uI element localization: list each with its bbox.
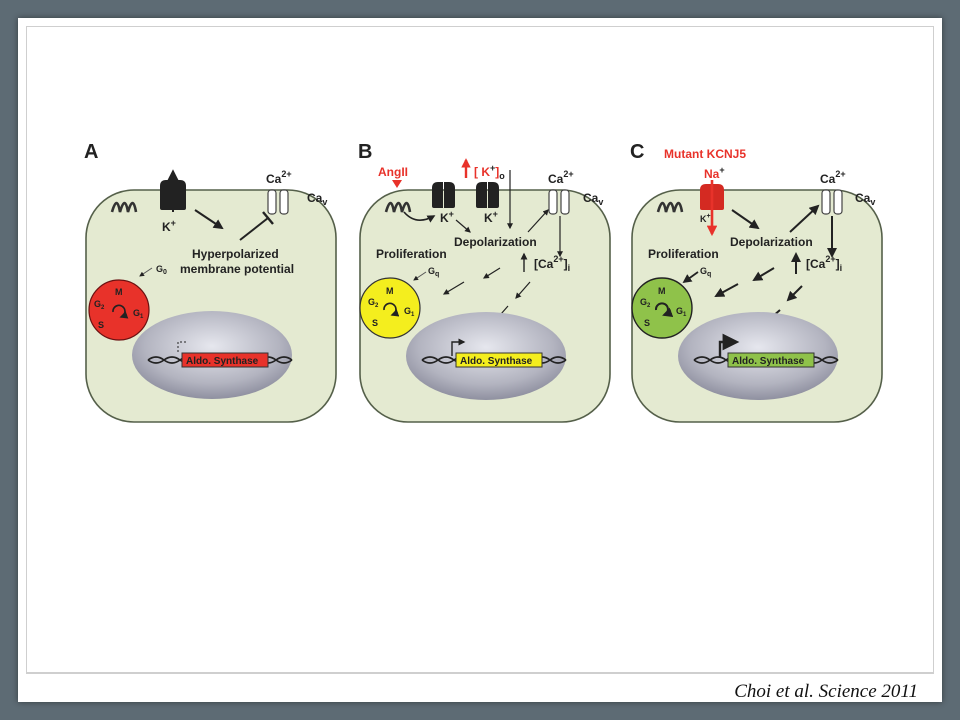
panel-c-gq-label: Gq: [700, 266, 711, 278]
panel-a-cell-cycle: M G2 G1 S: [88, 279, 150, 341]
panel-b-k-out-label: [ K+]o: [474, 163, 505, 181]
panel-b-cav-label: Cav: [583, 191, 603, 207]
panel-a-promoter: [177, 341, 186, 352]
panel-c-k-label: K+: [700, 213, 711, 224]
panel-a-m-label: M: [115, 287, 123, 297]
panel-a-g0-label: G0: [156, 264, 167, 276]
panel-b-gene-label: Aldo. Synthase: [460, 356, 533, 367]
panel-a-s-label: S: [98, 320, 104, 330]
panel-b-s-label: S: [372, 318, 378, 328]
panel-a-g2-label: G2: [94, 299, 105, 311]
panel-c-s-label: S: [644, 318, 650, 328]
panel-b-g2-label: G2: [368, 297, 379, 309]
panel-c-receptor-icon: [656, 201, 684, 213]
panel-a-hyper-line2: membrane potential: [180, 262, 294, 276]
panel-b-k-channel-2-icon: [476, 182, 499, 208]
panel-c: C Mutant KCNJ5 Na+ K+ Ca2+ Cav Depolariz…: [630, 141, 883, 423]
panel-c-g2-label: G2: [640, 297, 651, 309]
slide-inner-frame: [26, 26, 934, 674]
panel-c-gene-box: [727, 352, 815, 368]
panel-b-cai-label: [Ca2+]i: [534, 254, 570, 273]
panel-a-hyper-line1: Hyperpolarized: [192, 247, 279, 261]
panel-a-k-label: K+: [162, 218, 176, 234]
panel-b-label: B: [358, 141, 372, 163]
panel-c-cai-label: [Ca2+]i: [806, 254, 842, 273]
panel-b-m-label: M: [386, 286, 394, 296]
panel-c-prolif-label: Proliferation: [648, 247, 719, 261]
panel-c-ca-channel-icon: [821, 189, 843, 215]
panel-c-cav-label: Cav: [855, 191, 875, 207]
panel-b-gq-label: Gq: [428, 266, 439, 278]
panel-a-label: A: [84, 141, 98, 163]
panel-c-ca-label: Ca2+: [820, 169, 846, 186]
panel-b-k1-label: K+: [440, 209, 454, 225]
footer-divider: [26, 672, 934, 673]
panel-c-m-label: M: [658, 286, 666, 296]
panel-c-gene-label: Aldo. Synthase: [732, 356, 805, 367]
panel-b: B AngII [ K+]o K+ K+ Ca2+ Cav Depolariza: [358, 141, 611, 423]
citation: Choi et al. Science 2011: [734, 681, 918, 702]
panel-a: A K+ Ca2+ Cav Hyperpolarized membrane po…: [84, 141, 337, 423]
panel-c-mutant-channel-icon: [700, 180, 724, 237]
panel-b-receptor-icon: [384, 201, 412, 213]
panel-a-ca-channel-icon: [267, 189, 289, 215]
panel-a-g0-arrow: [139, 267, 153, 277]
panel-a-g1-label: G1: [133, 308, 144, 320]
panel-b-angii-ligand: [392, 180, 402, 188]
panel-b-promoter: [451, 338, 466, 356]
panel-a-receptor-icon: [110, 201, 138, 213]
panel-a-k-channel-icon: [160, 169, 186, 212]
panel-c-arrow-na-depol: [731, 209, 760, 230]
panel-c-promoter: [718, 333, 740, 358]
panel-a-ca-label: Ca2+: [266, 169, 292, 186]
panel-c-na-label: Na+: [704, 165, 725, 181]
panel-c-depol-label: Depolarization: [730, 235, 813, 249]
panel-a-gene-box: [181, 352, 269, 368]
panel-b-gene-box: [455, 352, 543, 368]
panel-a-arrow-k-hyper: [194, 209, 224, 230]
panel-a-cav-label: Cav: [307, 191, 327, 207]
panel-c-g1-label: G1: [676, 306, 687, 318]
panel-a-gene-label: Aldo. Synthase: [186, 356, 259, 367]
panel-c-label: C: [630, 141, 644, 163]
panel-b-cell-cycle: M G2 G1 S: [359, 277, 421, 339]
panel-b-k2-label: K+: [484, 209, 498, 225]
panel-b-depol-label: Depolarization: [454, 235, 537, 249]
panel-a-inhibition: [239, 211, 274, 241]
panel-b-k-channel-1-icon: [432, 182, 455, 208]
panel-b-arrow-depol-ca: [527, 209, 549, 233]
panel-b-arrow-receptor-k: [403, 211, 436, 223]
panel-b-ca-channel-icon: [548, 189, 570, 215]
panel-c-arrow-depol-ca: [789, 204, 820, 233]
panel-b-ca-label: Ca2+: [548, 169, 574, 186]
panel-c-cell-cycle: M G2 G1 S: [631, 277, 693, 339]
panel-b-prolif-label: Proliferation: [376, 247, 447, 261]
panel-b-angii-label: AngII: [378, 165, 408, 179]
panel-c-mutant-label: Mutant KCNJ5: [664, 147, 746, 161]
panel-b-g1-label: G1: [404, 306, 415, 318]
